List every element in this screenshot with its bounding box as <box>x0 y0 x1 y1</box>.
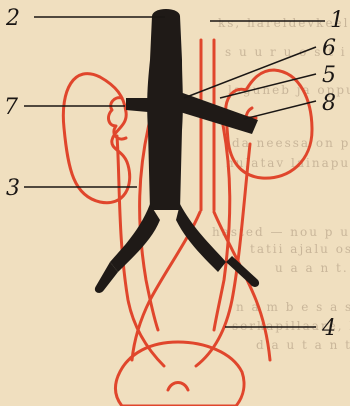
bladder <box>115 342 244 406</box>
bleed-line: n a m b e s a s. Bamba- <box>236 300 350 314</box>
urethra <box>168 383 188 391</box>
left-renal-vein <box>126 98 148 112</box>
inferior-vena-cava <box>147 16 183 210</box>
label-4: 4 <box>321 316 336 341</box>
label-7: 7 <box>4 95 18 120</box>
bleed-line: hulatav lainapurinane <box>226 156 350 170</box>
label-8: 8 <box>322 91 336 116</box>
bleed-line: u a a n t. <box>275 261 349 275</box>
right-external-iliac-vein <box>226 256 259 287</box>
label-6: 6 <box>322 36 336 61</box>
left-iliac-vein <box>110 204 160 272</box>
bleed-line: tatii ajalu osa on <box>250 242 350 256</box>
label-5: 5 <box>322 63 336 88</box>
label-1: 1 <box>330 8 344 33</box>
leader-8 <box>244 101 316 119</box>
label-3: 3 <box>6 176 20 201</box>
label-2: 2 <box>5 6 20 31</box>
bleed-line: hasted — nou p u d e s. <box>212 225 350 239</box>
